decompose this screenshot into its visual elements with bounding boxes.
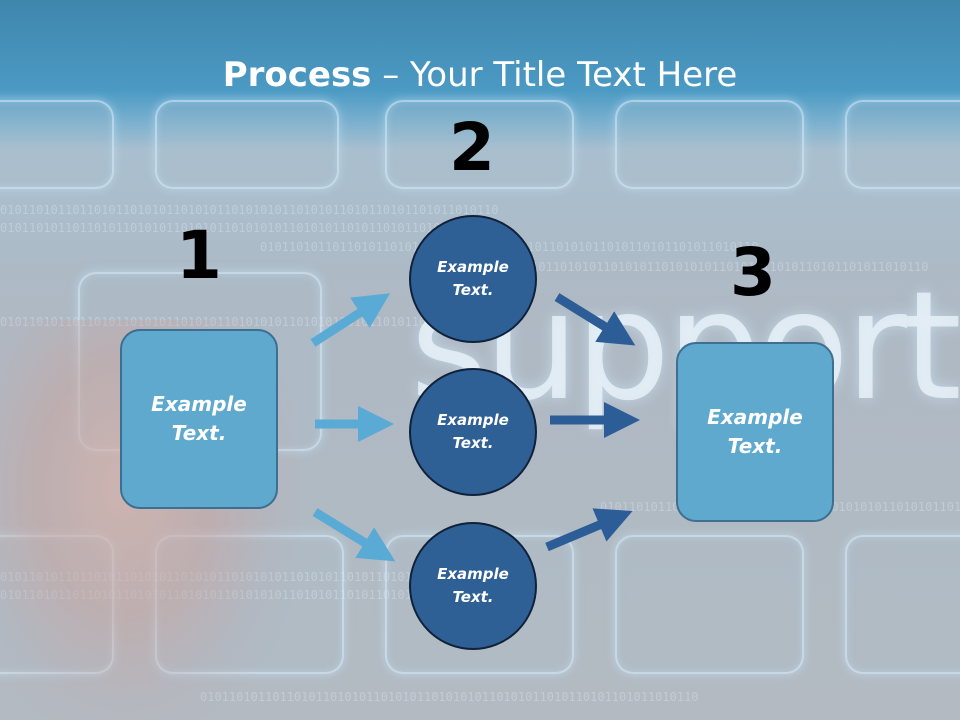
circle-text-line1: Example bbox=[437, 258, 509, 276]
circle-text-line1: Example bbox=[437, 565, 509, 583]
arrow-1-to-2-top bbox=[310, 293, 391, 347]
title-rest: – Your Title Text Here bbox=[371, 55, 738, 95]
background-key bbox=[615, 100, 804, 189]
step-3-text-line2: Text. bbox=[727, 434, 783, 458]
title-bold: Process bbox=[222, 55, 372, 95]
arrow-2-bottom-to-3 bbox=[545, 508, 633, 552]
background-key bbox=[155, 100, 339, 189]
background-key bbox=[845, 100, 960, 189]
step-number-3: 3 bbox=[730, 234, 776, 311]
slide-title: Process – Your Title Text Here bbox=[0, 55, 960, 95]
background-key bbox=[615, 535, 804, 674]
step-number-1: 1 bbox=[176, 217, 222, 294]
background-binary: 0101101011011010110101011010101101010101… bbox=[200, 690, 699, 704]
background-binary: 0101101011011010110101011010101101010101… bbox=[0, 203, 499, 217]
step-number-2: 2 bbox=[449, 109, 495, 186]
background-binary: 0101101011011010110101011010101101010101… bbox=[0, 221, 499, 235]
background-key bbox=[0, 100, 114, 189]
circle-text-line2: Text. bbox=[452, 434, 494, 452]
step-1-text-line2: Text. bbox=[171, 421, 227, 445]
arrow-1-to-2-bottom bbox=[312, 508, 396, 562]
step-1-text-line1: Example bbox=[151, 392, 247, 416]
circle-text-line2: Text. bbox=[452, 588, 494, 606]
background-key bbox=[385, 100, 574, 189]
step-3-text-line1: Example bbox=[707, 405, 803, 429]
arrow-2-top-to-3 bbox=[554, 293, 636, 346]
circle-text-line2: Text. bbox=[452, 281, 494, 299]
background-key bbox=[845, 535, 960, 674]
circle-text-line1: Example bbox=[437, 411, 509, 429]
background-binary: 0101101011011010110101011010101101010101… bbox=[430, 260, 929, 274]
